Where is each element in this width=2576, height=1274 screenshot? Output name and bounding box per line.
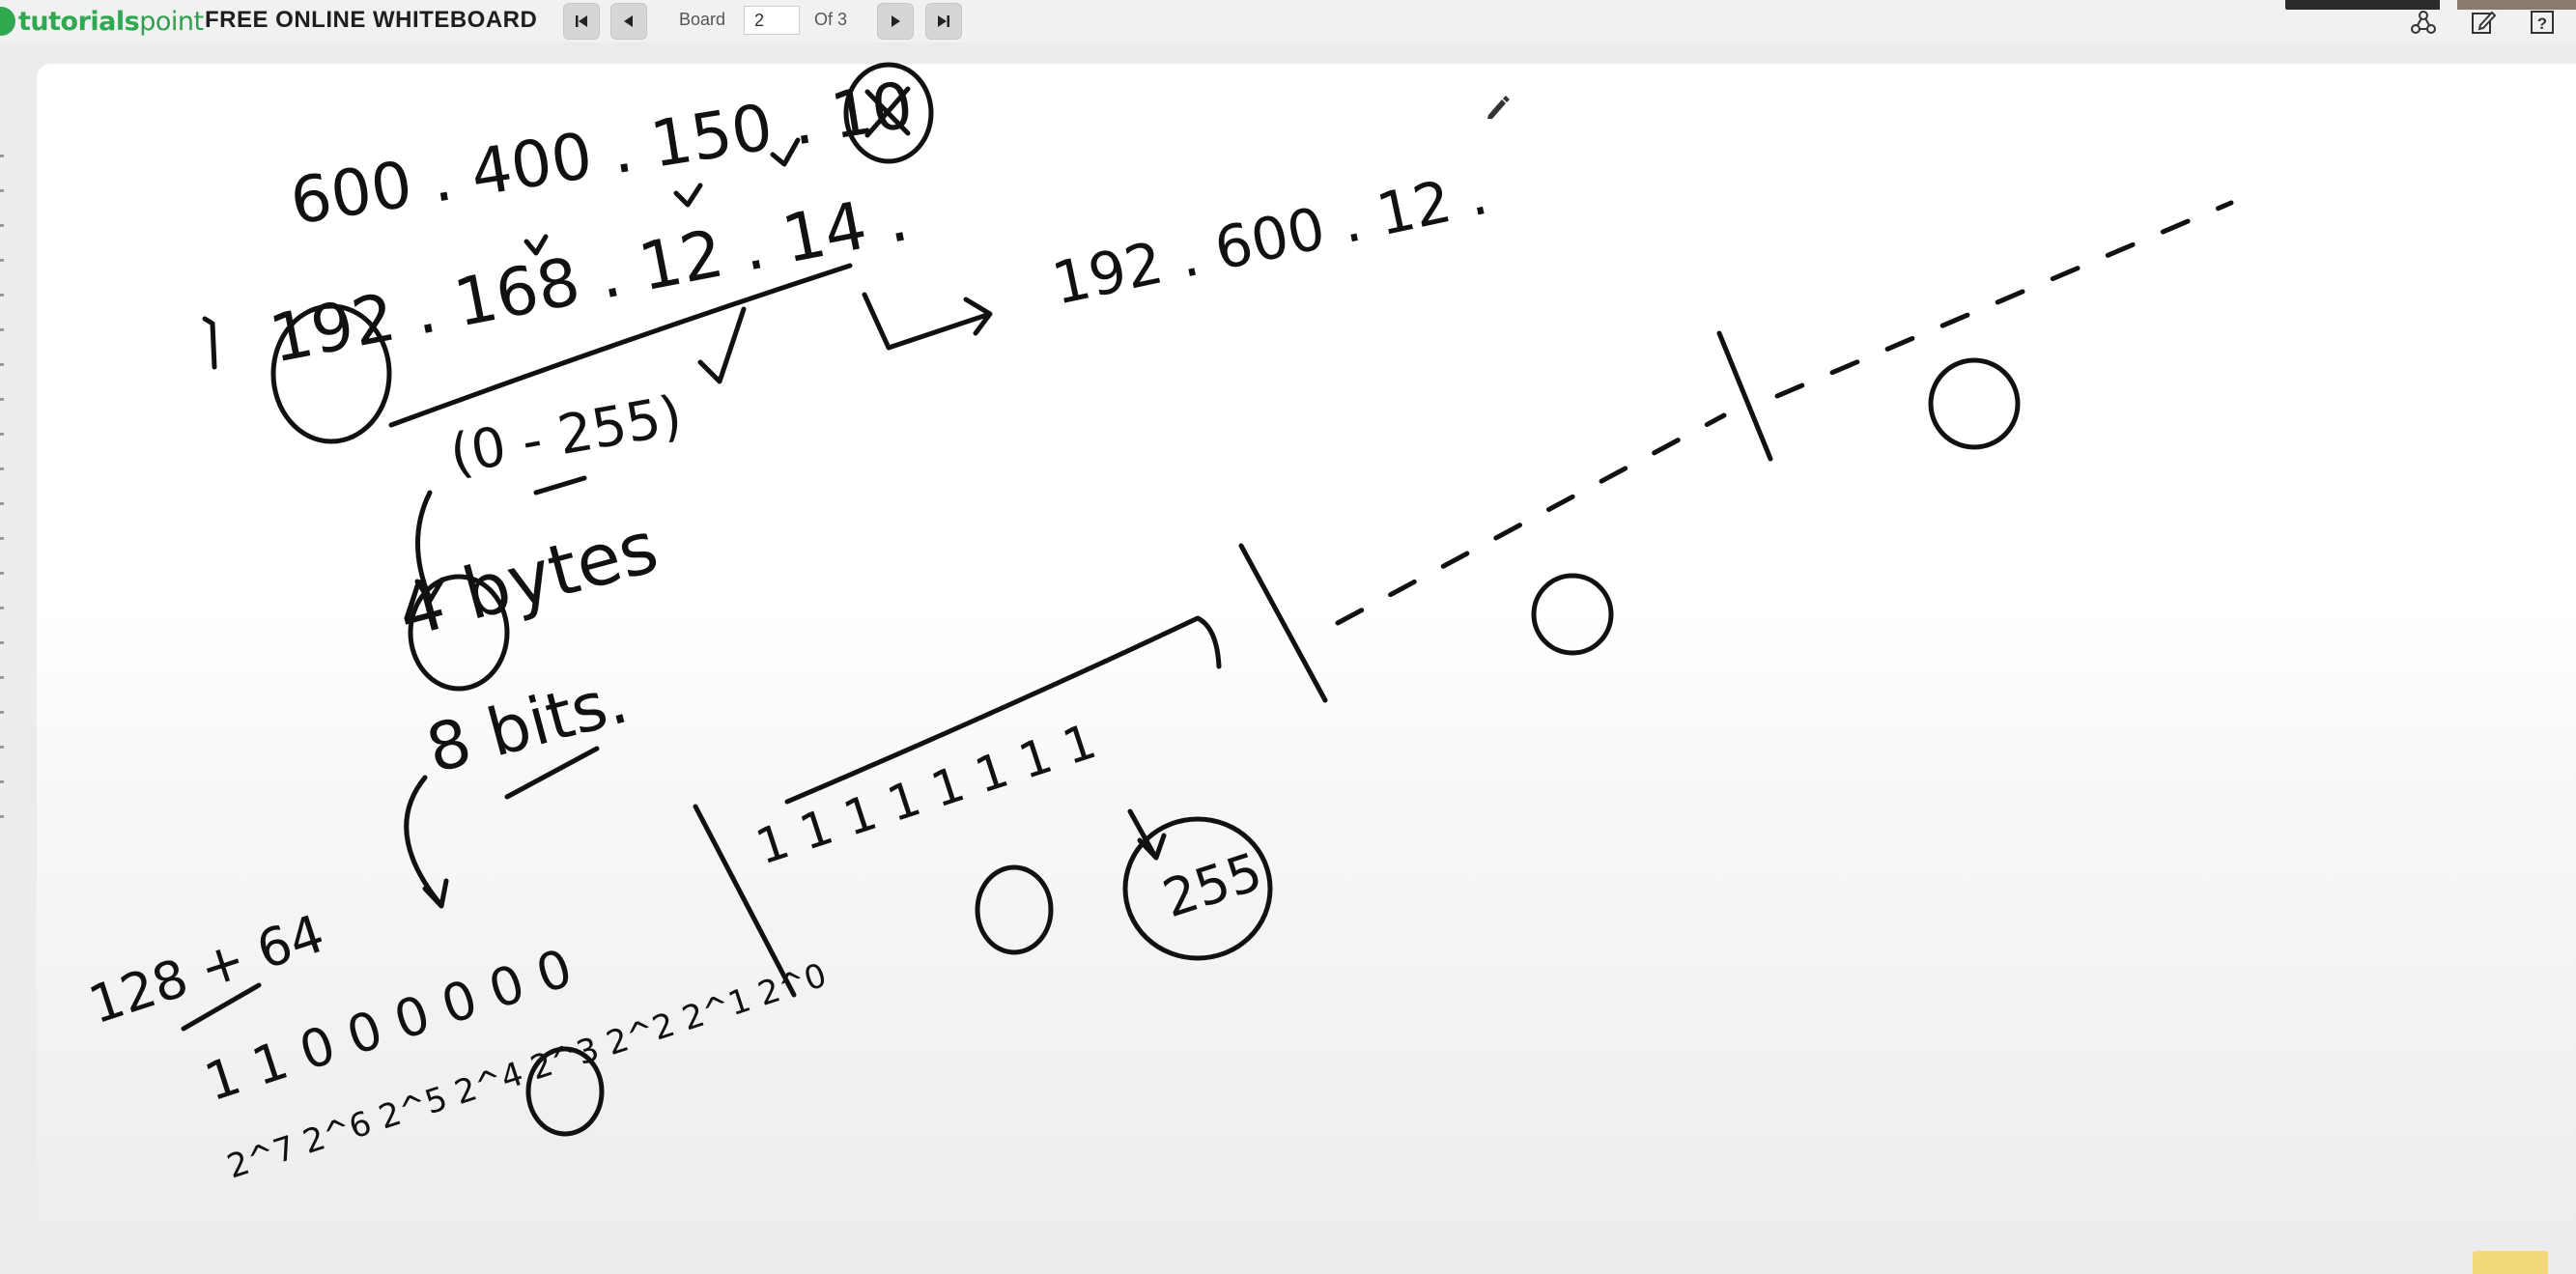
participant-name-tag <box>2285 0 2440 10</box>
board-number-input[interactable] <box>744 6 800 35</box>
corner-handle[interactable] <box>2473 1251 2548 1274</box>
ink-line-4: 192 . 600 . 12 . <box>1047 160 1494 319</box>
ink-line-11: 255 <box>1156 841 1270 930</box>
check-large <box>697 306 747 384</box>
next-page-button[interactable] <box>877 3 914 40</box>
tick-left <box>202 316 217 370</box>
divider-3 <box>1716 330 1773 462</box>
brand-mark-icon <box>0 7 15 36</box>
arrow-to-bytes <box>414 490 445 604</box>
help-icon: ? <box>2531 11 2554 34</box>
board-count: Of 3 <box>814 10 848 29</box>
board-label: Board <box>679 10 726 29</box>
x-mark <box>864 86 911 138</box>
first-page-icon <box>576 15 587 27</box>
app-title: FREE ONLINE WHITEBOARD <box>205 7 538 33</box>
circle-3 <box>1531 573 1614 656</box>
check-marks <box>524 137 801 256</box>
underline-range <box>533 475 587 495</box>
last-page-icon <box>938 15 949 27</box>
pen-cursor-icon <box>1487 96 1510 119</box>
left-edge-ruler <box>0 155 6 850</box>
first-page-button[interactable] <box>563 3 600 40</box>
circle-192 <box>270 303 392 444</box>
share-icon <box>2411 11 2436 34</box>
dashes-octet-4 <box>1774 200 2234 399</box>
ink-line-3: (0 - 255) <box>445 384 687 487</box>
circle-255 <box>1122 816 1273 961</box>
svg-text:?: ? <box>2537 14 2547 33</box>
bracket-ones <box>784 615 1222 805</box>
dashes-octet-3 <box>1335 412 1727 626</box>
participant-video <box>2457 0 2576 10</box>
previous-page-icon <box>624 15 633 27</box>
underline-ip <box>388 263 853 428</box>
arrow-bend <box>862 292 993 351</box>
edit-icon <box>2472 11 2497 34</box>
help-button[interactable]: ? <box>2528 8 2557 37</box>
arrow-to-bits <box>404 775 449 909</box>
circle-1 <box>525 1046 605 1137</box>
divider-2 <box>1238 543 1328 703</box>
ink-line-5: 4 bytes <box>388 505 665 654</box>
arrow-to-255 <box>1127 808 1167 861</box>
previous-page-button[interactable] <box>610 3 647 40</box>
brand-name: tutorialspoint <box>18 6 204 37</box>
top-bar: tutorialspoint FREE ONLINE WHITEBOARD Bo… <box>0 0 2576 42</box>
circle-x <box>843 62 934 164</box>
last-page-button[interactable] <box>925 3 962 40</box>
ink-line-6: 8 bits. <box>419 663 636 789</box>
edit-button[interactable] <box>2469 8 2498 37</box>
share-button[interactable] <box>2409 8 2438 37</box>
underline-sum <box>181 982 262 1032</box>
circle-4-right <box>1928 357 2021 450</box>
brand-logo[interactable]: tutorialspoint <box>0 4 204 39</box>
pen-cursor <box>1483 92 1512 121</box>
divider-1 <box>693 804 797 998</box>
underline-bits <box>504 746 600 800</box>
circle-2 <box>975 864 1054 955</box>
circle-4-bytes <box>408 574 510 692</box>
next-page-icon <box>892 15 900 27</box>
